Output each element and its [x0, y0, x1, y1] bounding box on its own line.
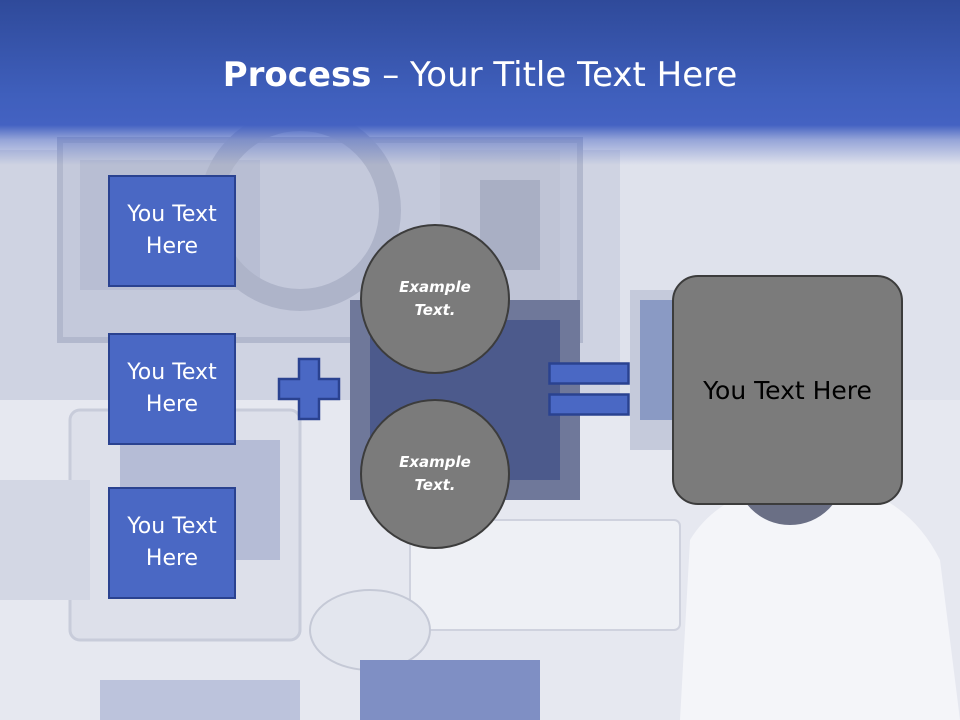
text-box-3[interactable]: You Text Here	[108, 487, 236, 599]
example-circle-2-label: Example Text.	[399, 453, 471, 494]
equals-icon	[548, 362, 630, 416]
title-rest: – Your Title Text Here	[371, 55, 738, 95]
text-box-1[interactable]: You Text Here	[108, 175, 236, 287]
example-circle-1-label: Example Text.	[399, 278, 471, 319]
title-bold: Process	[222, 55, 372, 95]
result-box[interactable]: You Text Here	[672, 275, 903, 505]
plus-icon	[277, 357, 341, 421]
text-box-2[interactable]: You Text Here	[108, 333, 236, 445]
example-circle-1[interactable]: Example Text.	[360, 224, 510, 374]
title-bar: Process – Your Title Text Here	[0, 0, 960, 165]
example-circle-2[interactable]: Example Text.	[360, 399, 510, 549]
slide-title: Process – Your Title Text Here	[0, 50, 960, 100]
